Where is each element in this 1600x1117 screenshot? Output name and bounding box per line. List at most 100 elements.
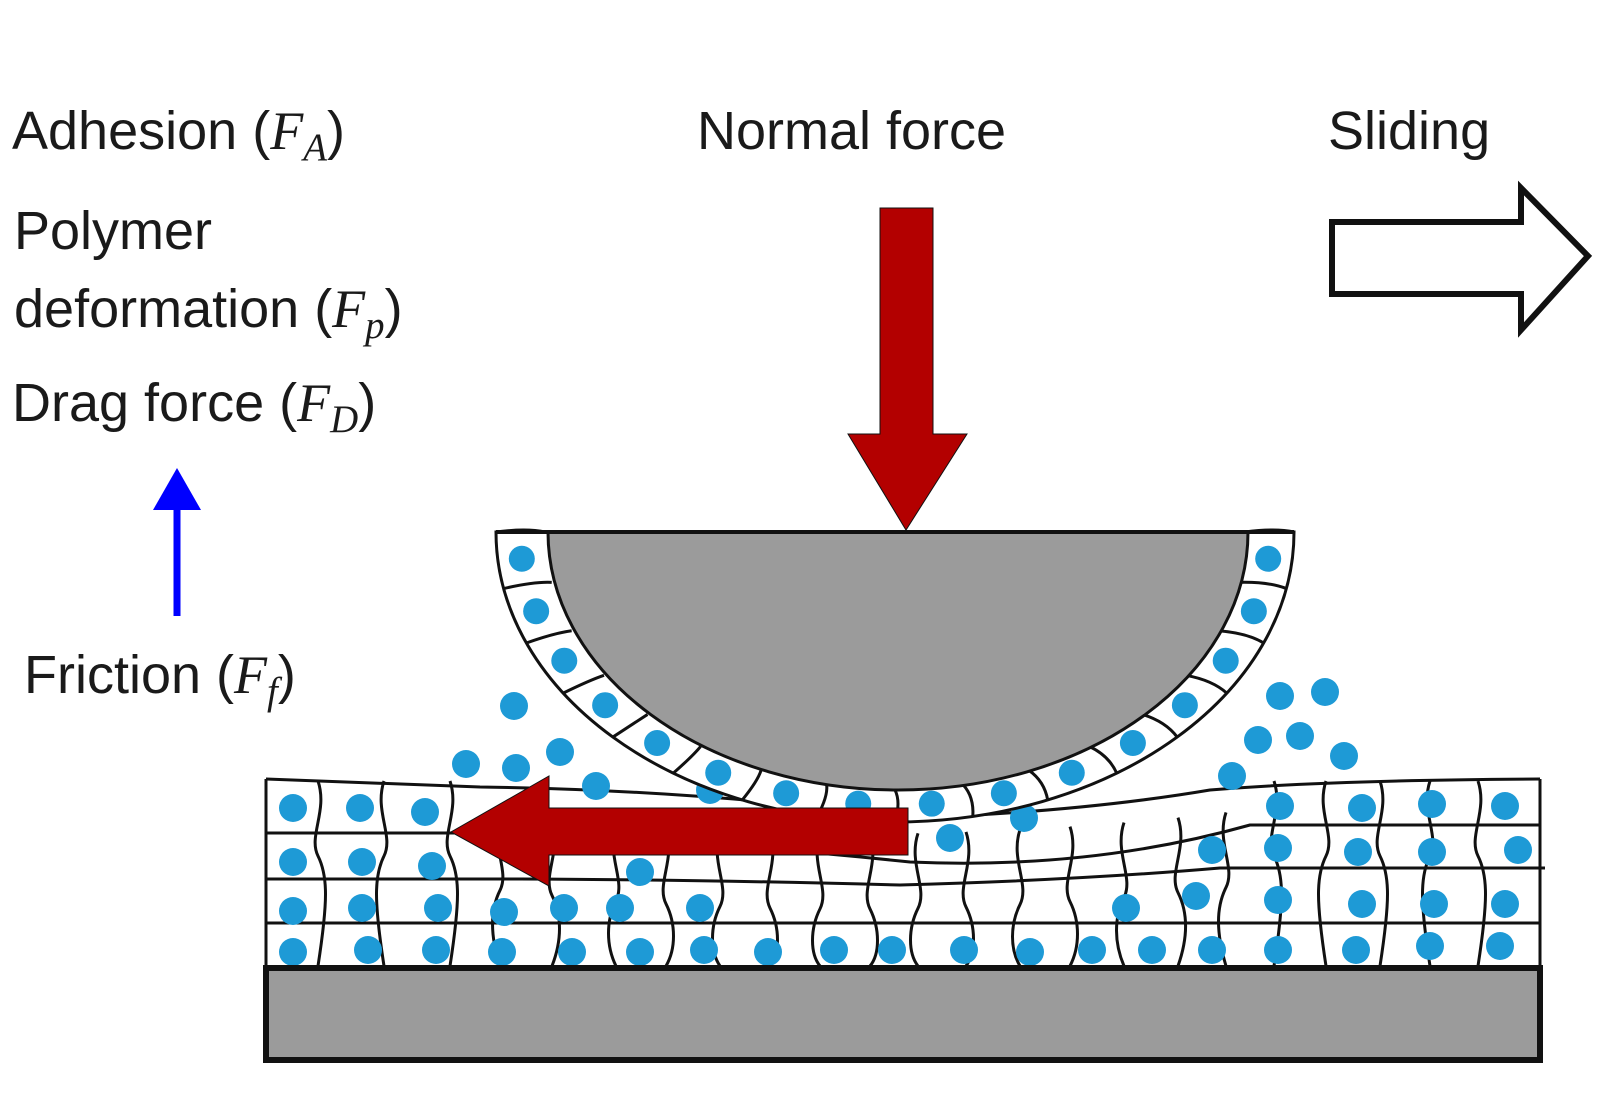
coating-chain (962, 784, 975, 817)
lubricant-particle (1244, 726, 1272, 754)
sum-arrow-head (153, 468, 201, 510)
lubricant-particle (1348, 890, 1376, 918)
lubricant-particle (1078, 936, 1106, 964)
lubricant-particle (452, 750, 480, 778)
lubricant-particle (936, 824, 964, 852)
polymer-chain (1011, 829, 1025, 967)
lubricant-particle (1286, 722, 1314, 750)
lubricant-particle (1418, 838, 1446, 866)
lubricant-particle (418, 852, 446, 880)
coating-chain (1142, 713, 1179, 738)
lubricant-particle (279, 897, 307, 925)
polymer-subscript: p (365, 303, 385, 347)
lubricant-particle (502, 754, 530, 782)
normal-force-arrow (847, 207, 968, 531)
lubricant-particle (606, 894, 634, 922)
coating-particle (1119, 730, 1146, 757)
polymer-deformation-text: deformation (14, 279, 300, 339)
polymer-chain (1317, 780, 1331, 967)
coating-particle (1171, 692, 1198, 719)
drag-subscript: D (330, 397, 359, 441)
coating-chain (562, 673, 605, 695)
coating-particle (592, 692, 619, 719)
coating-particle (508, 545, 535, 572)
polymer-chain (375, 780, 389, 967)
coating-particle (1058, 759, 1085, 786)
lubricant-particle (1112, 894, 1140, 922)
lubricant-particle (411, 798, 439, 826)
lubricant-particle (1010, 804, 1038, 832)
lubricant-particle (820, 936, 848, 964)
lubricant-particle (1264, 886, 1292, 914)
lubricant-particle (490, 898, 518, 926)
drag-force-text: Drag force (12, 373, 265, 433)
polymer-chain (865, 833, 879, 967)
coating-chain (612, 713, 649, 739)
polymer-chain (1375, 780, 1389, 967)
drag-force-label: Drag force (FD) (12, 373, 377, 441)
coating-chain (672, 745, 702, 775)
lubricant-particle (1198, 936, 1226, 964)
lubricant-particle (422, 936, 450, 964)
drag-symbol: F (297, 373, 331, 433)
lubricant-particle (1418, 790, 1446, 818)
polymer-chain (445, 780, 459, 967)
coating-chain (1028, 769, 1050, 801)
coating-particle (644, 730, 671, 757)
lubricant-particle (686, 894, 714, 922)
lubricant-particle (1264, 936, 1292, 964)
lubricant-particle (950, 936, 978, 964)
lubricant-particle (424, 894, 452, 922)
layer-line-3 (266, 866, 1545, 887)
adhesion-text: Adhesion (12, 101, 238, 161)
lubricant-particle (1416, 932, 1444, 960)
sliding-arrow (1329, 180, 1593, 338)
lubricant-particle (279, 938, 307, 966)
lubricant-particle (279, 794, 307, 822)
friction-label: Friction (Ff) (24, 645, 296, 713)
adhesion-subscript: A (303, 125, 327, 169)
lubricant-particle (1348, 794, 1376, 822)
coating-particle (523, 598, 550, 625)
lubricant-particle (550, 894, 578, 922)
adhesion-symbol: F (270, 101, 304, 161)
lubricant-particle (279, 848, 307, 876)
coating-particle (1212, 647, 1239, 674)
substrate (263, 965, 1543, 1063)
coating-particle (1240, 598, 1267, 625)
lubricant-particle (1198, 836, 1226, 864)
lubricant-particle (690, 936, 718, 964)
polymer-symbol: F (332, 279, 366, 339)
coating-particle (918, 790, 945, 817)
lubricant-particle (1491, 890, 1519, 918)
lubricant-particle (1138, 936, 1166, 964)
coating-particle (773, 780, 800, 807)
polymer-chain (1217, 811, 1231, 967)
coating-chain (741, 769, 763, 801)
coating-chain (525, 629, 572, 645)
lubricant-particles (279, 678, 1532, 966)
lubricant-particle (354, 936, 382, 964)
lubricant-particle (626, 938, 654, 966)
lubricant-particle (1344, 838, 1372, 866)
coating-particle (551, 647, 578, 674)
lubricant-particle (1420, 890, 1448, 918)
lubricant-particle (626, 858, 654, 886)
polymer-chain (1173, 817, 1187, 967)
lubricant-particle (488, 938, 516, 966)
lubricant-particle (754, 938, 782, 966)
lubricant-particle (1491, 792, 1519, 820)
polymer-label-line1: Polymer (14, 201, 213, 261)
lubricant-particle (878, 936, 906, 964)
lubricant-particle (1182, 882, 1210, 910)
lubricant-particle (558, 938, 586, 966)
lubricant-particle (1264, 834, 1292, 862)
lubricant-particle (1016, 938, 1044, 966)
adhesion-label: Adhesion (FA) (12, 101, 345, 169)
lubricant-particle (348, 848, 376, 876)
coating-chain (1218, 629, 1265, 645)
layer-line-1 (265, 777, 1541, 820)
friction-subscript: f (267, 669, 278, 713)
normal-force-label: Normal force (697, 101, 1007, 161)
